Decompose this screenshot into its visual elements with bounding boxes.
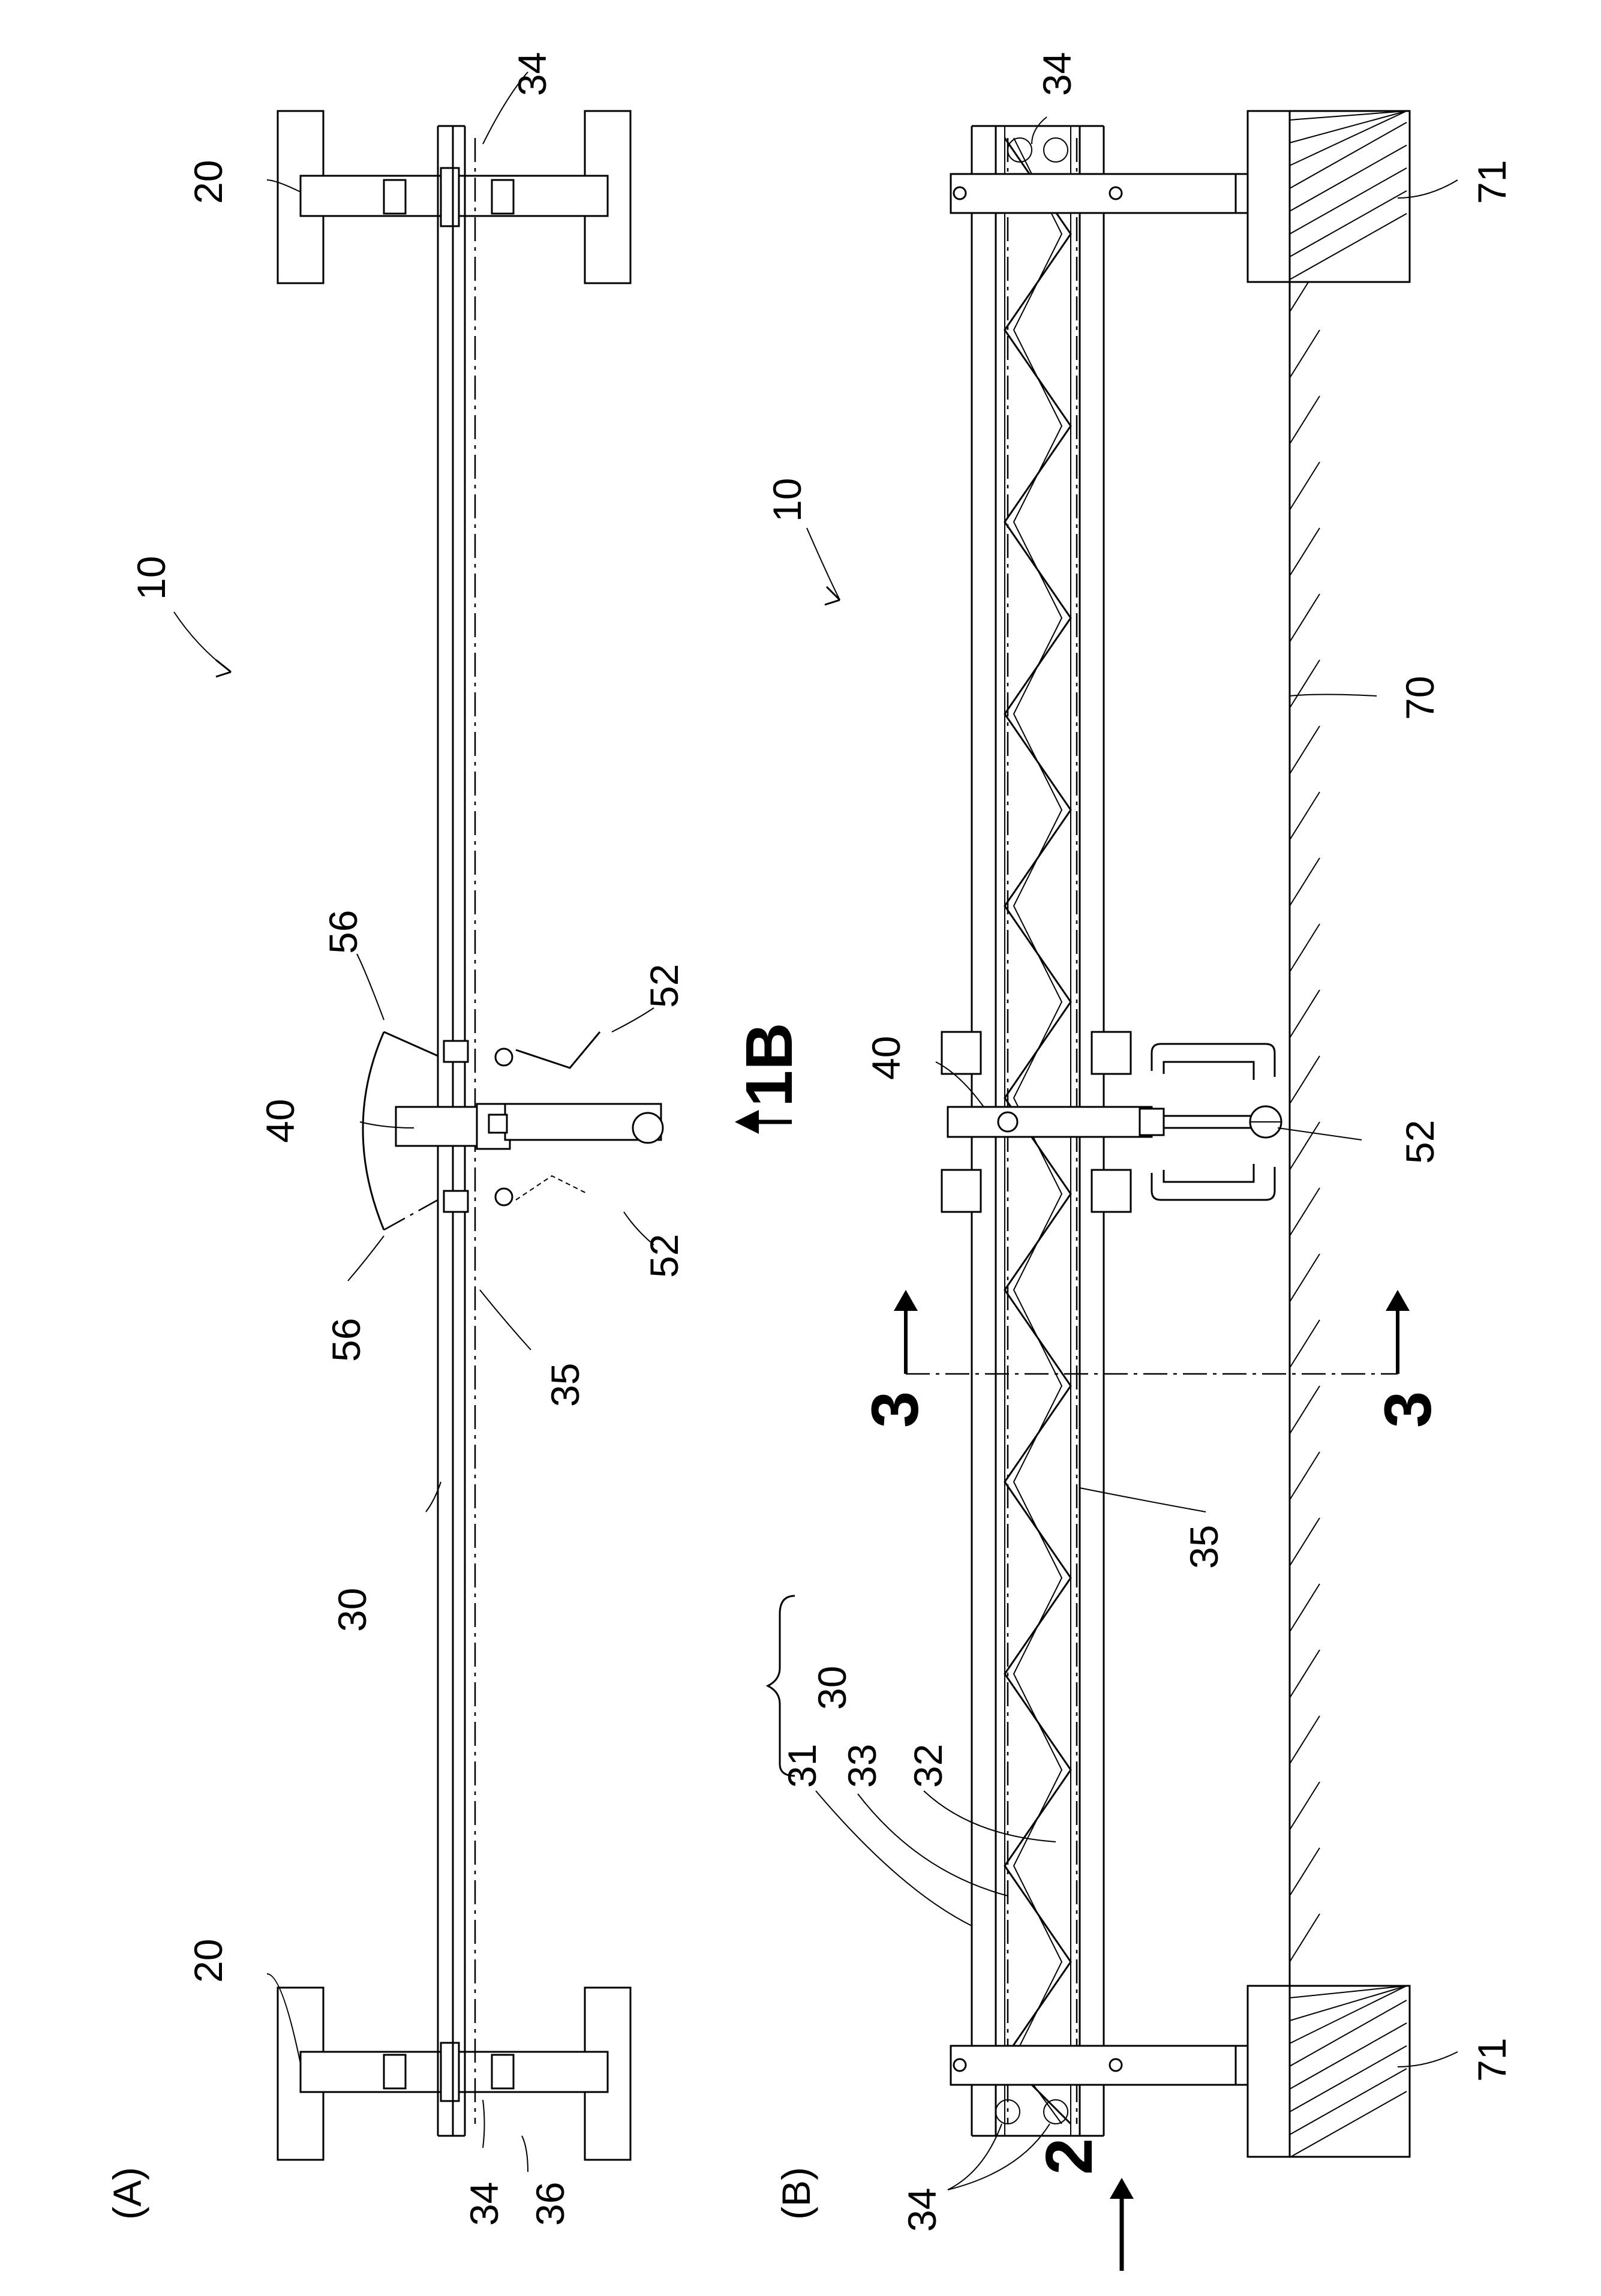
section-label-1b: 1B: [732, 1022, 806, 1107]
ground-hatch-line: [1290, 1782, 1320, 1830]
ref-52-b: 52: [1398, 1120, 1442, 1164]
ref-34-top-b: 34: [1035, 52, 1079, 96]
ref-56-top: 56: [321, 910, 365, 954]
ground-hatch-line: [1290, 1584, 1320, 1632]
ref-10-b: 10: [765, 478, 809, 522]
ref-35-b: 35: [1182, 1525, 1226, 1569]
ref-20-top: 20: [186, 160, 230, 204]
bracket-bottom: [951, 2046, 1290, 2124]
view-arrow-2: 2: [1032, 2138, 1106, 2175]
ground-hatch-line: [1290, 1188, 1320, 1236]
ref-10-a: 10: [129, 556, 173, 600]
carriage-40-b: [942, 1032, 1281, 1212]
ground-hatch-line: [1290, 1650, 1320, 1698]
support-20-bottom: [278, 1988, 630, 2160]
ground-hatch-line: [1290, 594, 1320, 642]
ground-hatch-line: [1290, 1254, 1320, 1302]
ground-hatch-line: [1290, 1386, 1320, 1434]
ground-hatch-line: [1290, 726, 1320, 774]
ref-30-a: 30: [330, 1588, 374, 1632]
ground-hatch-line: [1290, 462, 1320, 510]
ref-35-a: 35: [543, 1363, 587, 1407]
ref-52-bottom: 52: [642, 1234, 686, 1278]
ref-34-bottom: 34: [462, 2182, 506, 2226]
ground-hatch-line: [1290, 396, 1320, 444]
ground-hatch-line: [1290, 858, 1320, 906]
ref-40-b: 40: [864, 1036, 908, 1080]
ref-71-bottom: 71: [1470, 2038, 1514, 2082]
carriage-40: [396, 1032, 663, 1212]
ground-hatch-line: [1290, 792, 1320, 840]
ref-52-top: 52: [642, 964, 686, 1008]
ref-31: 31: [780, 1744, 824, 1788]
ref-32: 32: [906, 1744, 950, 1788]
ref-33: 33: [840, 1744, 884, 1788]
ref-36: 36: [528, 2182, 572, 2226]
panel-a: (A) 10 20 20 34 34 36 35 30 40 52 52 56 …: [105, 52, 806, 2226]
ground-hatch-line: [1290, 1716, 1320, 1764]
panel-a-label: (A): [105, 2167, 149, 2220]
ground-hatch-line: [1290, 330, 1320, 378]
ground-hatch-line: [1290, 1914, 1320, 1962]
ref-20-bottom: 20: [186, 1939, 230, 1983]
ground-hatch-line: [1290, 1518, 1320, 1566]
ground-hatch-line: [1290, 924, 1320, 972]
ref-34-top: 34: [510, 52, 554, 96]
block-71-top: [1248, 111, 1410, 282]
ref-30-b: 30: [810, 1666, 854, 1710]
ground-hatch-line: [1290, 990, 1320, 1038]
ref-71-top: 71: [1470, 160, 1514, 204]
section-mark-3-right: 3: [1371, 1391, 1445, 1428]
panel-b-label: (B): [774, 2167, 818, 2220]
ground-hatch-line: [1290, 1056, 1320, 1104]
ground-hatch-line: [1290, 528, 1320, 576]
ground-70: [1290, 264, 1320, 1986]
panel-b: (B) 10 34 34 71 71 70 40 52 35 30 31 33 …: [765, 52, 1514, 2271]
ground-hatch-line: [1290, 1320, 1320, 1368]
ref-34-bottom-b: 34: [900, 2188, 944, 2232]
ref-56-bottom: 56: [324, 1318, 368, 1362]
section-mark-3-left: 3: [858, 1391, 932, 1428]
block-71-bottom: [1248, 1986, 1410, 2157]
ground-hatch-line: [1290, 1452, 1320, 1500]
ground-hatch-line: [1290, 1848, 1320, 1896]
ground-hatch-line: [1290, 1122, 1320, 1170]
ref-40-a: 40: [258, 1099, 302, 1143]
ground-hatch-line: [1290, 660, 1320, 708]
bracket-top: [951, 138, 1290, 213]
support-20-top: [278, 111, 630, 283]
ref-70: 70: [1398, 676, 1442, 720]
